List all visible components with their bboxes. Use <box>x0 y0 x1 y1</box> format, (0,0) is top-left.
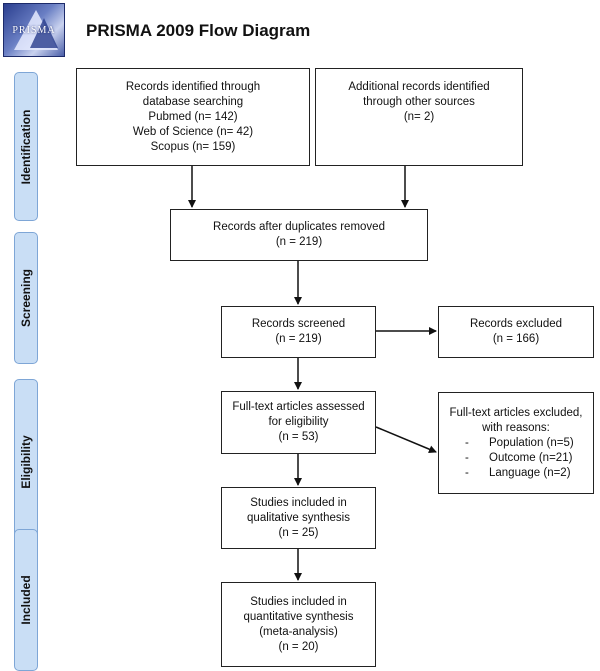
stage-identification: Identification <box>14 72 38 221</box>
box-line: Additional records identified <box>348 81 490 93</box>
stage-eligibility: Eligibility <box>14 379 38 544</box>
box-fulltext-assessed: Full-text articles assessed for eligibil… <box>221 391 376 454</box>
bullet: - <box>465 466 469 479</box>
box-line: Pubmed (n= 142) <box>148 110 238 123</box>
box-line: Studies included in <box>250 496 347 509</box>
box-line: qualitative synthesis <box>247 511 350 524</box>
bullet: - <box>465 451 469 464</box>
box-fulltext-excluded: Full-text articles excluded, with reason… <box>438 392 594 494</box>
box-records-excluded: Records excluded (n = 166) <box>438 306 594 358</box>
box-line: (n = 219) <box>275 236 323 248</box>
box-quantitative-synthesis: Studies included in quantitative synthes… <box>221 582 376 667</box>
logo-text: PRISMA <box>12 25 56 36</box>
box-line: (n = 166) <box>492 333 540 345</box>
box-records-screened: Records screened (n = 219) <box>221 306 376 358</box>
exclusion-reason: - Outcome (n=21) <box>439 451 593 466</box>
box-title-line: with reasons: <box>482 421 550 434</box>
box-line: (n = 53) <box>278 431 319 443</box>
box-line: Scopus (n= 159) <box>150 140 236 153</box>
exclusion-reason: - Language (n=2) <box>439 466 593 481</box>
box-line: through other sources <box>363 96 475 108</box>
stage-included: Included <box>14 529 38 671</box>
box-line: for eligibility <box>268 416 329 428</box>
box-line: quantitative synthesis <box>243 610 354 623</box>
box-line: database searching <box>142 95 244 108</box>
box-line: (n = 219) <box>275 333 322 345</box>
exclusion-reason: - Population (n=5) <box>439 436 593 451</box>
prisma-logo: PRISMA <box>3 3 65 57</box>
box-line: Full-text articles assessed <box>232 401 365 413</box>
bullet: - <box>465 436 469 449</box>
box-line: (n = 25) <box>278 526 319 539</box>
box-line: (meta-analysis) <box>259 625 338 638</box>
reason-text: Population (n=5) <box>489 436 574 449</box>
box-database-records: Records identified through database sear… <box>76 68 310 166</box>
box-line: Records identified through <box>125 80 261 93</box>
box-qualitative-synthesis: Studies included in qualitative synthesi… <box>221 487 376 549</box>
arrow-fulltext-to-excluded <box>375 426 437 453</box>
box-other-records: Additional records identified through ot… <box>315 68 523 166</box>
reason-text: Language (n=2) <box>489 466 571 479</box>
box-after-duplicates: Records after duplicates removed (n = 21… <box>170 209 428 261</box>
page-title: PRISMA 2009 Flow Diagram <box>86 21 311 40</box>
box-line: Records screened <box>251 318 346 330</box>
box-title-line: Full-text articles excluded, <box>449 406 583 419</box>
box-line: (n= 2) <box>403 111 435 123</box>
box-line: Records after duplicates removed <box>213 221 385 233</box>
reason-text: Outcome (n=21) <box>489 451 573 464</box>
box-line: (n = 20) <box>278 640 319 653</box>
box-line: Studies included in <box>250 595 347 608</box>
box-line: Web of Science (n= 42) <box>132 125 254 138</box>
box-line: Records excluded <box>469 318 563 330</box>
stage-screening: Screening <box>14 232 38 364</box>
